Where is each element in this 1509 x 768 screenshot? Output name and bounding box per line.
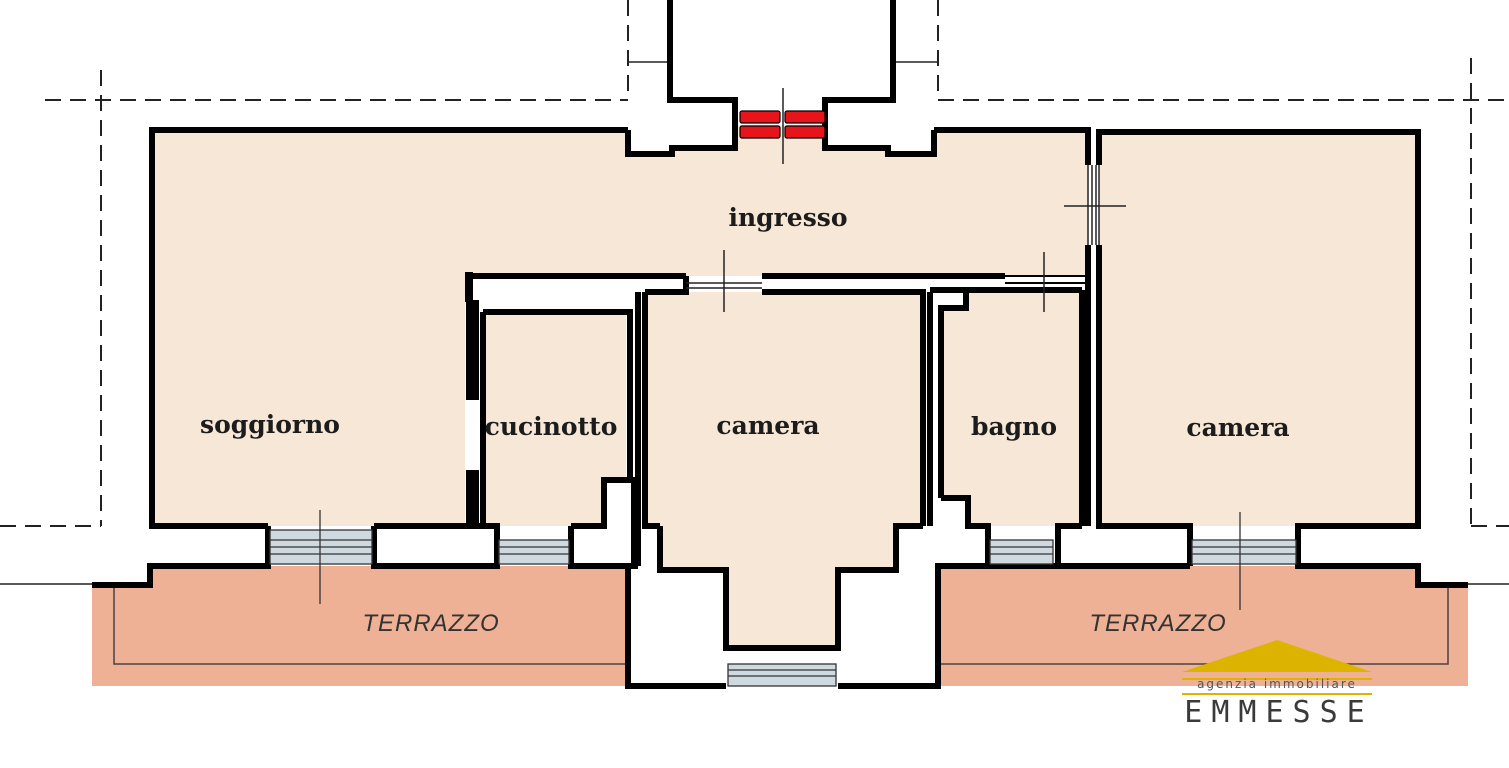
agency-logo: agenzia immobiliare EMMESSE — [1182, 640, 1373, 730]
logo-roof-icon — [1182, 640, 1372, 672]
window-soggiorno — [269, 510, 373, 604]
terrace-left-railing — [113, 586, 628, 665]
entrance-door-panels — [739, 110, 826, 139]
floor-bagno — [941, 290, 1082, 526]
room-label-soggiorno: soggiorno — [200, 410, 340, 439]
room-floors — [152, 125, 1415, 648]
window-camera-center — [727, 663, 837, 687]
window-cucinotto — [498, 539, 570, 565]
terrace-right-area — [938, 566, 1468, 686]
partition-stubs — [465, 272, 479, 526]
room-label-cucinotto: cucinotto — [485, 412, 618, 441]
walls — [92, 0, 1468, 689]
terrace-left — [92, 566, 628, 686]
door-camera-right — [1064, 165, 1126, 245]
neighbour-wall-lines — [0, 61, 1509, 585]
room-label-bagno: bagno — [971, 412, 1057, 441]
logo-tagline: agenzia immobiliare — [1197, 677, 1357, 691]
room-label-camera-center: camera — [716, 411, 819, 440]
terrace-left-area — [92, 566, 628, 686]
room-label-ingresso: ingresso — [728, 203, 847, 232]
neighbour-boundaries — [0, 0, 1509, 527]
room-label-camera-right: camera — [1186, 413, 1289, 442]
floor-camera-center — [645, 292, 923, 648]
terrace-label-right: TERRAZZO — [1089, 610, 1226, 637]
terrace-right-railing — [938, 586, 1449, 665]
windows — [269, 510, 1297, 687]
floor-ingresso-soggiorno — [152, 125, 1088, 526]
logo-name: EMMESSE — [1184, 695, 1373, 730]
doors — [686, 88, 1126, 312]
door-camera-center — [686, 250, 762, 312]
floor-cucinotto — [483, 312, 626, 526]
window-bagno — [989, 539, 1054, 565]
floor-camera-right — [1099, 132, 1415, 526]
terrace-right — [938, 566, 1468, 686]
window-camera-right — [1191, 512, 1297, 610]
terrace-label-left: TERRAZZO — [362, 610, 499, 637]
thin-walls — [1005, 275, 1088, 284]
